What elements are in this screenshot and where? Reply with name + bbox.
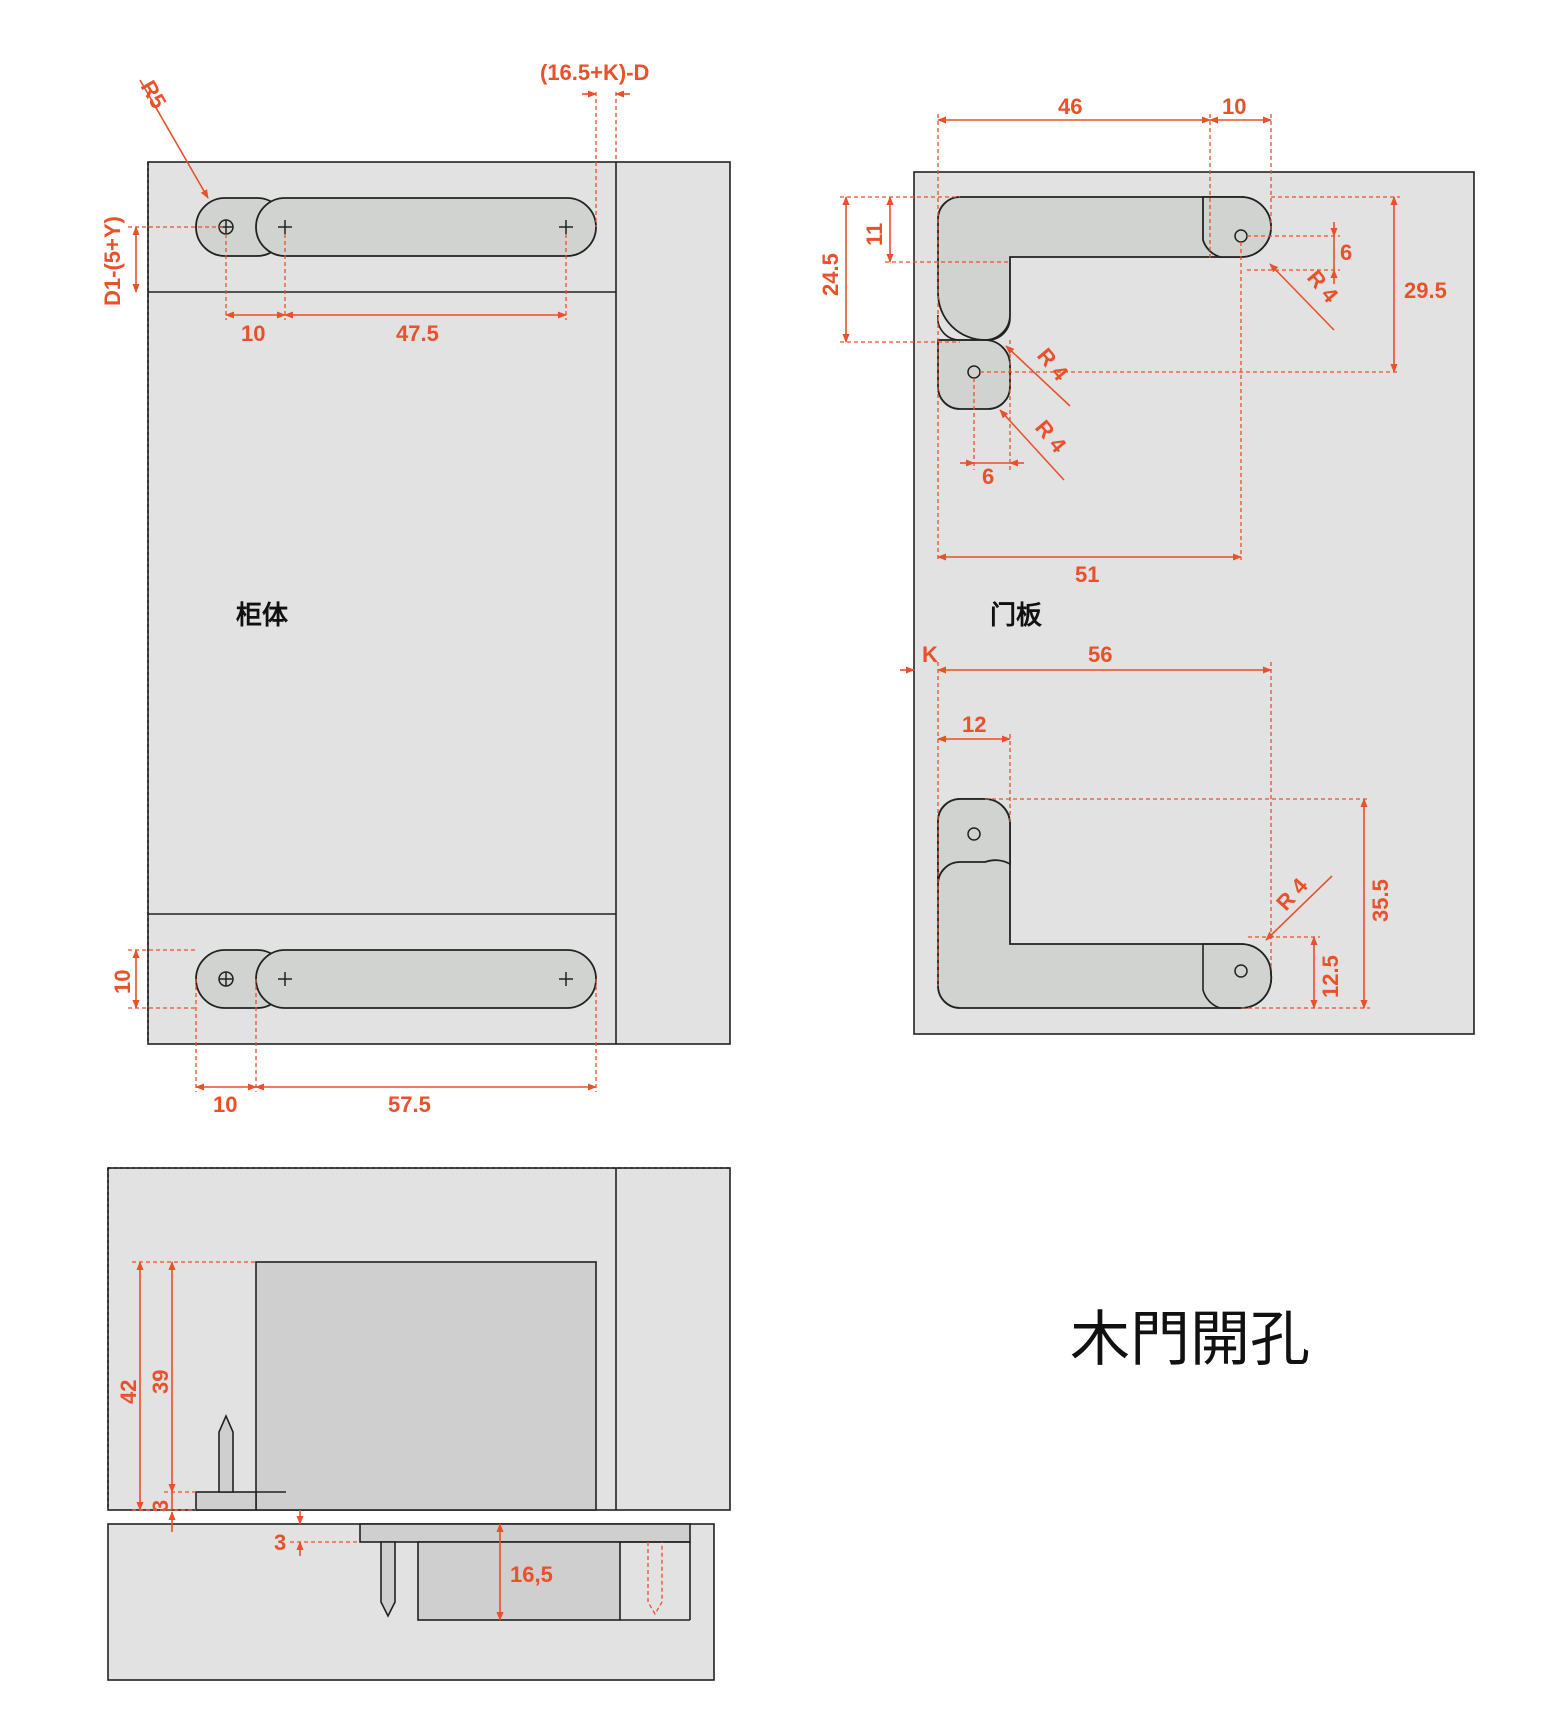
door-r4a-leader xyxy=(1269,263,1335,331)
door-12-dim-label: 12 xyxy=(962,712,986,737)
door-6b-dim-label: 6 xyxy=(982,464,994,489)
door-view: 46 10 11 24.5 6 29.5 R 4 R 4 R 4 6 5 xyxy=(818,94,1475,1035)
door-cup xyxy=(417,1541,621,1621)
bottom-screw-mark-2 xyxy=(559,972,573,986)
top-hinge-ear xyxy=(1202,196,1272,258)
top-hinge-tab xyxy=(937,339,1011,410)
section-3b-dim-label: 3 xyxy=(274,1530,286,1555)
top-main-slot xyxy=(255,197,597,257)
section-42-dim-label: 42 xyxy=(116,1380,141,1404)
bottom-hinge-tab xyxy=(937,798,1011,885)
bottom-10-v-dim-label: 10 xyxy=(110,970,135,994)
door-56-dim-label: 56 xyxy=(1088,642,1112,667)
door-k-dim-label: K xyxy=(922,642,938,667)
door-screw-bore xyxy=(647,1542,663,1616)
cabinet-panel xyxy=(147,161,731,1045)
section-3a-dim-label: 3 xyxy=(148,1500,173,1512)
door-10-dim-label: 10 xyxy=(1222,94,1246,119)
top-offset-dim-label: (16.5+K)-D xyxy=(540,60,649,85)
side-offset-dim-label: D1-(5+Y) xyxy=(100,216,125,306)
bottom-main-slot xyxy=(255,949,597,1009)
top-47-5-dim-label: 47.5 xyxy=(396,321,439,346)
door-46-dim-label: 46 xyxy=(1058,94,1082,119)
top-10-dim-label: 10 xyxy=(241,321,265,346)
cabinet-view: R5 (16.5+K)-D D1-(5+Y) 10 47.5 10 10 57.… xyxy=(100,60,731,1117)
bottom-screw-mark-1 xyxy=(278,972,292,986)
bottom-10-dim-label: 10 xyxy=(213,1092,237,1117)
section-39-dim-label: 39 xyxy=(148,1370,173,1394)
door-6a-dim-label: 6 xyxy=(1340,240,1352,265)
door-dowel xyxy=(380,1541,396,1618)
door-cup-flange xyxy=(359,1523,691,1543)
door-11-dim-label: 11 xyxy=(862,223,887,246)
section-door-panel xyxy=(107,1523,715,1681)
bottom-57-5-dim-label: 57.5 xyxy=(388,1092,431,1117)
door-29-5-dim-label: 29.5 xyxy=(1404,278,1447,303)
door-r4d-leader xyxy=(1265,875,1333,941)
door-r4b-leader xyxy=(1005,345,1071,407)
hinge-body xyxy=(255,1261,597,1511)
door-51-dim-label: 51 xyxy=(1075,562,1099,587)
cabinet-label: 柜体 xyxy=(236,601,289,631)
dowel-pin xyxy=(218,1414,234,1493)
door-24-5-dim-label: 24.5 xyxy=(818,253,843,296)
section-view: 42 39 3 3 16,5 xyxy=(107,1167,731,1681)
bottom-plate-hole-1 xyxy=(1234,964,1248,978)
drawing-title: 木門開孔 xyxy=(1070,1305,1310,1375)
top-screw-mark-2 xyxy=(559,220,573,234)
bottom-plate-hole-2 xyxy=(967,827,981,841)
mount-plate xyxy=(195,1491,257,1511)
door-12-5-dim-label: 12.5 xyxy=(1318,955,1343,998)
door-r4c-leader xyxy=(999,409,1065,481)
section-16-5-dim-label: 16,5 xyxy=(510,1562,553,1587)
door-label: 门板 xyxy=(990,601,1042,631)
r5-leader xyxy=(139,79,209,199)
top-screw-mark-1 xyxy=(278,220,292,234)
door-35-5-dim-label: 35.5 xyxy=(1368,879,1393,922)
